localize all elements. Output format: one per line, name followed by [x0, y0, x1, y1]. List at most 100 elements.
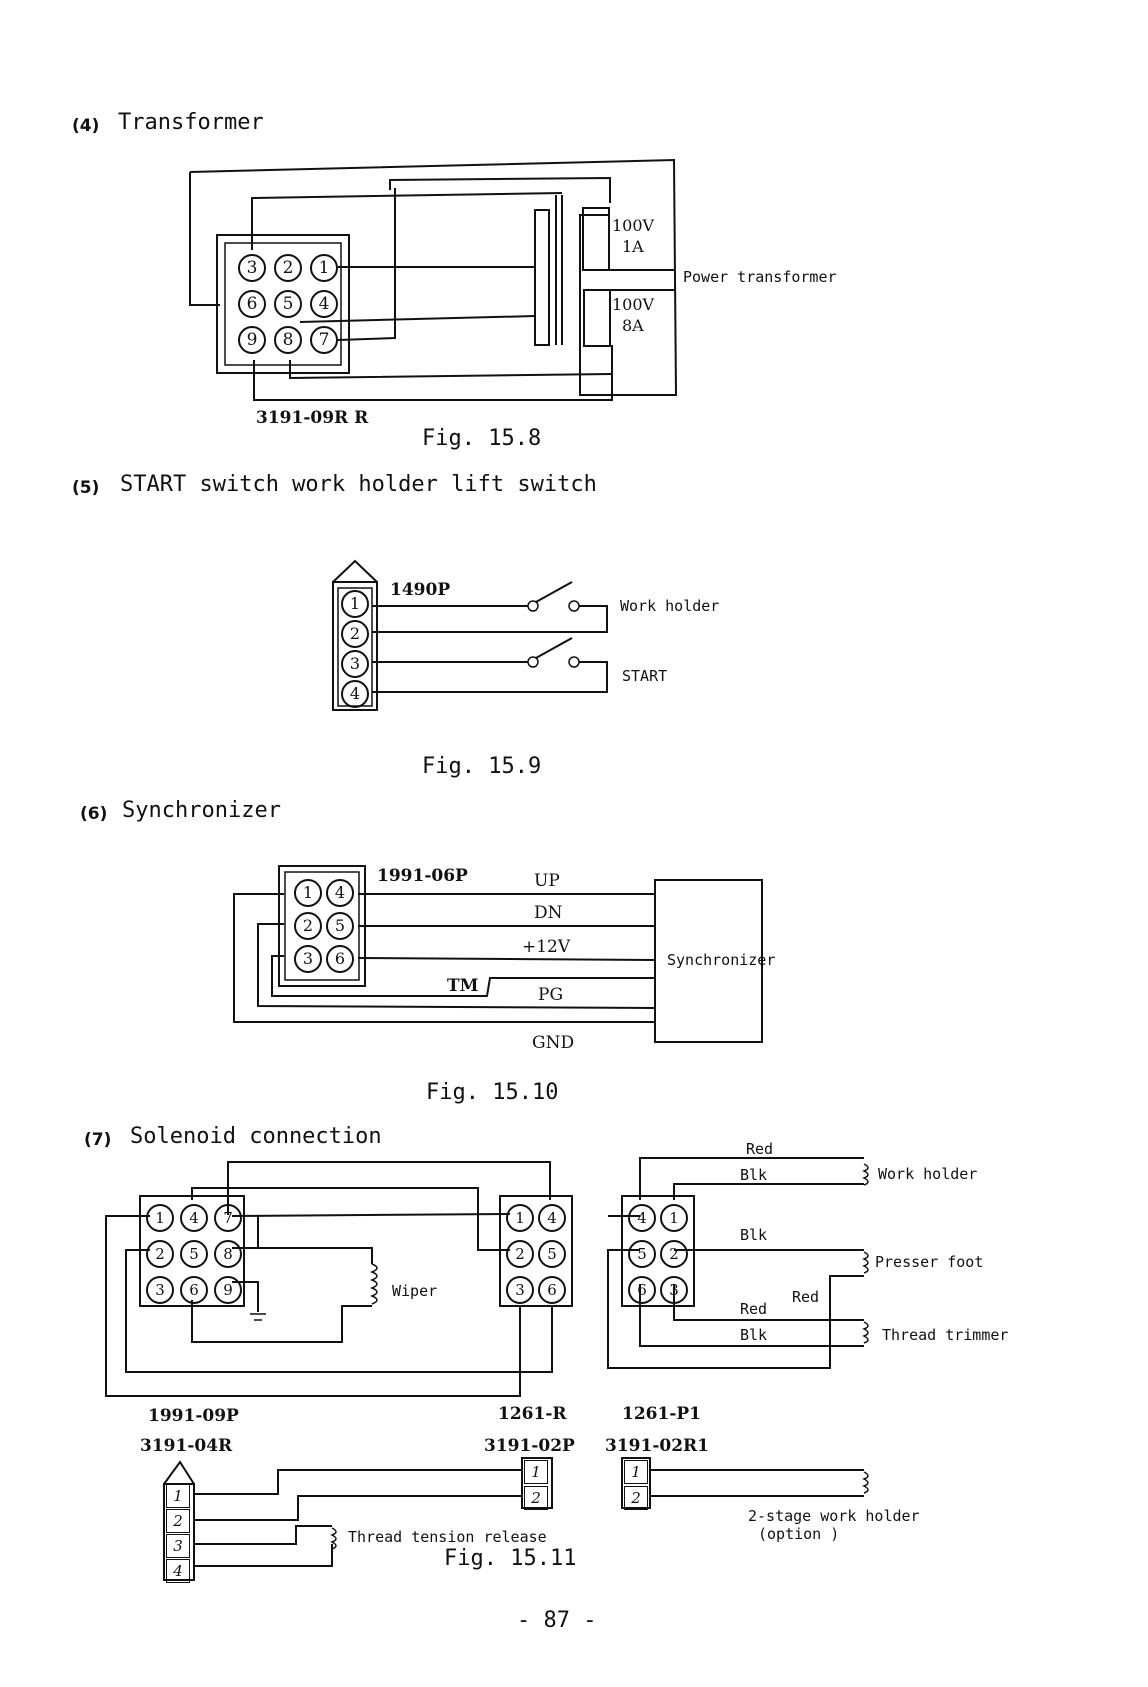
wire-blk-3: Blk	[740, 1326, 768, 1344]
fig-15-8-caption: Fig. 15.8	[422, 426, 542, 451]
sol-left-pin-3: 3	[146, 1276, 174, 1304]
pin-7: 7	[310, 326, 338, 354]
sync-up-label: UP	[534, 871, 560, 891]
sync-pg-label: PG	[538, 985, 564, 1005]
p02-pin-2: 2	[524, 1486, 548, 1510]
sync-dn-label: DN	[534, 903, 563, 923]
sync-pin-5: 5	[326, 912, 354, 940]
voltage-100v-top: 100V	[612, 216, 655, 235]
section-title-solenoid: Solenoid connection	[130, 1124, 382, 1149]
transformer-pin-grid: 3 2 1 6 5 4 9 8 7	[238, 254, 338, 354]
sol-right-pin-4: 4	[628, 1204, 656, 1232]
work-holder-solenoid-label: Work holder	[878, 1165, 978, 1183]
presser-foot-label: Presser foot	[875, 1253, 984, 1271]
work-holder-switch-label: Work holder	[620, 597, 720, 615]
page-number: - 87 -	[517, 1608, 597, 1633]
fig-15-10-caption: Fig. 15.10	[426, 1080, 559, 1105]
sol-left-pin-4: 4	[180, 1204, 208, 1232]
r1-pin-1: 1	[624, 1460, 648, 1484]
switch-pin-2: 2	[341, 620, 369, 648]
fig-15-9-caption: Fig. 15.9	[422, 754, 542, 779]
sol-left-pin-9: 9	[214, 1276, 242, 1304]
small-pin-3: 3	[166, 1534, 190, 1558]
r1-pin-column: 1 2	[624, 1460, 650, 1510]
sol-left-pin-1: 1	[146, 1204, 174, 1232]
sol-right-pin-5: 5	[628, 1240, 656, 1268]
p02-pin-column: 1 2	[524, 1460, 550, 1510]
power-transformer-label: Power transformer	[683, 268, 837, 286]
wire-blk-2: Blk	[740, 1226, 768, 1244]
small-pin-4: 4	[166, 1559, 190, 1583]
section-number-5: (5)	[72, 478, 100, 498]
sync-pin-grid: 1 4 2 5 3 6	[294, 879, 358, 973]
transformer-part-number: 3191-09R R	[256, 408, 369, 428]
sync-pin-4: 4	[326, 879, 354, 907]
two-stage-work-holder-label: 2-stage work holder	[748, 1507, 920, 1525]
pin-4: 4	[310, 290, 338, 318]
section-title-transformer: Transformer	[118, 110, 264, 135]
wire-red-1: Red	[746, 1140, 774, 1158]
option-label: (option )	[758, 1525, 840, 1543]
wire-red-2: Red	[740, 1300, 768, 1318]
solenoid-mid-pin-grid: 1 4 2 5 3 6	[506, 1204, 570, 1304]
small-4-pin-column: 1 2 3 4	[166, 1484, 192, 1583]
section-title-synchronizer: Synchronizer	[122, 798, 281, 823]
sync-12v-label: +12V	[522, 937, 571, 957]
synchronizer-unit-label: Synchronizer	[667, 951, 776, 969]
fig-15-11-caption: Fig. 15.11	[444, 1546, 577, 1571]
sol-left-pin-8: 8	[214, 1240, 242, 1268]
sol-right-pin-6: 6	[628, 1276, 656, 1304]
sol-mid-pin-3: 3	[506, 1276, 534, 1304]
sync-part-number: 1991-06P	[377, 866, 468, 886]
part-3191-02p: 3191-02P	[484, 1436, 575, 1456]
sol-left-pin-7: 7	[214, 1204, 242, 1232]
sync-tm-label: TM	[447, 976, 479, 996]
section-title-start-switch: START switch work holder lift switch	[120, 472, 597, 497]
wiper-label: Wiper	[392, 1282, 438, 1300]
thread-trimmer-label: Thread trimmer	[882, 1326, 1009, 1344]
switch-pin-4: 4	[341, 680, 369, 708]
sol-left-pin-2: 2	[146, 1240, 174, 1268]
sync-pin-3: 3	[294, 945, 322, 973]
switch-pin-column: 1 2 3 4	[341, 590, 371, 708]
sol-left-pin-5: 5	[180, 1240, 208, 1268]
pin-1: 1	[310, 254, 338, 282]
pin-5: 5	[274, 290, 302, 318]
part-3191-04r: 3191-04R	[140, 1436, 233, 1456]
current-8a: 8A	[622, 316, 644, 335]
pin-3: 3	[238, 254, 266, 282]
part-3191-02r1: 3191-02R1	[605, 1436, 709, 1456]
sync-pin-6: 6	[326, 945, 354, 973]
sol-mid-pin-2: 2	[506, 1240, 534, 1268]
sol-left-pin-6: 6	[180, 1276, 208, 1304]
switch-part-number: 1490P	[390, 580, 451, 600]
section-number-4: (4)	[72, 116, 100, 136]
part-1991-09p: 1991-09P	[148, 1406, 239, 1426]
solenoid-right-pin-grid: 4 1 5 2 6 3	[628, 1204, 692, 1304]
sync-pin-2: 2	[294, 912, 322, 940]
sol-mid-pin-4: 4	[538, 1204, 566, 1232]
sol-right-pin-3: 3	[660, 1276, 688, 1304]
start-switch-label: START	[622, 667, 668, 685]
switch-pin-1: 1	[341, 590, 369, 618]
sol-mid-pin-1: 1	[506, 1204, 534, 1232]
sol-mid-pin-6: 6	[538, 1276, 566, 1304]
sol-right-pin-1: 1	[660, 1204, 688, 1232]
switch-pin-3: 3	[341, 650, 369, 678]
voltage-100v-bottom: 100V	[612, 295, 655, 314]
solenoid-left-pin-grid: 1 4 7 2 5 8 3 6 9	[146, 1204, 242, 1304]
thread-tension-release-label: Thread tension release	[348, 1528, 547, 1546]
part-1261-p1: 1261-P1	[622, 1404, 701, 1424]
current-1a: 1A	[622, 237, 644, 256]
section-number-7: (7)	[84, 1130, 112, 1150]
sync-gnd-label: GND	[532, 1033, 575, 1053]
small-pin-2: 2	[166, 1509, 190, 1533]
part-1261-r: 1261-R	[498, 1404, 567, 1424]
section-number-6: (6)	[80, 804, 108, 824]
sol-mid-pin-5: 5	[538, 1240, 566, 1268]
small-pin-1: 1	[166, 1484, 190, 1508]
r1-pin-2: 2	[624, 1486, 648, 1510]
